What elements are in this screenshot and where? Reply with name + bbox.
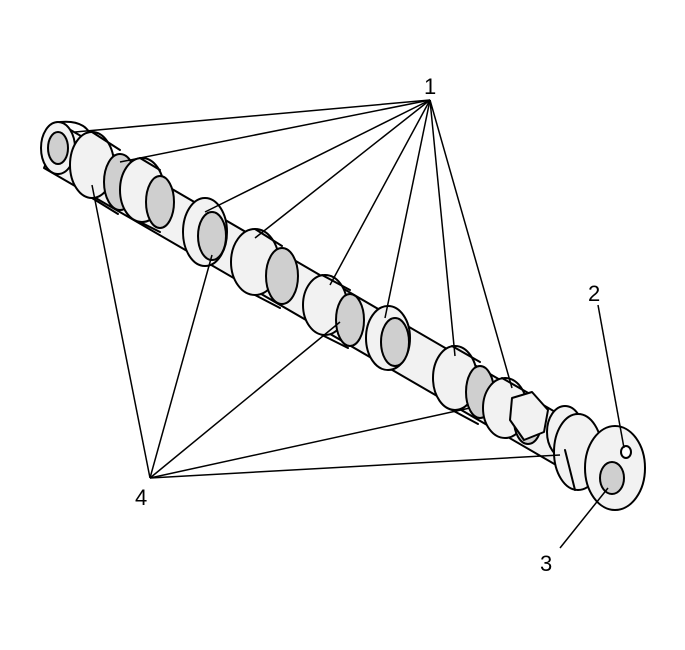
- cam-lobe-5: [432, 345, 495, 425]
- leader-1-h: [429, 99, 513, 389]
- leader-4-e: [149, 454, 561, 479]
- leader-1-g: [429, 99, 456, 357]
- journal-2: [182, 197, 228, 267]
- leader-4-a: [91, 184, 151, 479]
- callout-4: 4: [135, 485, 148, 510]
- leader-1-b: [119, 99, 431, 163]
- cam-lobe-2: [119, 157, 175, 233]
- cam-lobe-3: [230, 228, 299, 309]
- leader-3: [559, 487, 609, 549]
- callout-3: 3: [540, 551, 553, 576]
- leader-4-d: [149, 407, 471, 479]
- leader-1-c: [204, 99, 431, 213]
- leader-1-a: [74, 99, 431, 133]
- callout-2: 2: [588, 281, 601, 306]
- leader-1-f: [384, 99, 431, 319]
- leader-2: [597, 304, 625, 449]
- front-journal: [40, 120, 93, 175]
- cam-lobe-4: [302, 274, 365, 349]
- leader-1-e: [329, 99, 431, 286]
- leader-1-d: [254, 99, 431, 239]
- leader-lines: [74, 99, 625, 549]
- callout-1: 1: [424, 74, 437, 99]
- rear-flange: [546, 405, 646, 511]
- journal-3: [365, 305, 411, 371]
- leader-4-c: [149, 321, 341, 479]
- leader-4-b: [149, 254, 213, 479]
- hex-section: [509, 391, 549, 441]
